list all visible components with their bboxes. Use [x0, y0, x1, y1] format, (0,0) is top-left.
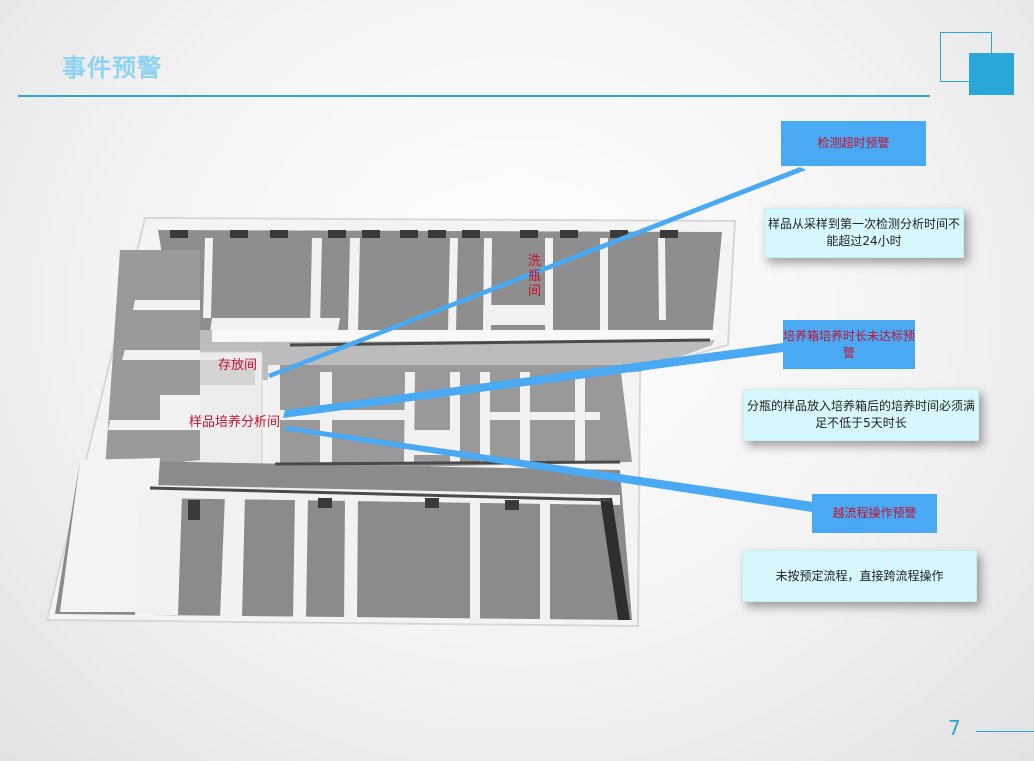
alert-description-timeout: 样品从采样到第一次检测分析时间不能超过24小时 — [764, 208, 964, 258]
corner-decoration-fill — [969, 53, 1014, 95]
room-label-storage: 存放间 — [218, 358, 258, 373]
alert-description-cross-process: 未按预定流程，直接跨流程操作 — [742, 550, 977, 602]
room-label-culture: 样品培养分析间 — [189, 415, 281, 430]
page-number: 7 — [948, 716, 961, 740]
title-underline — [18, 95, 930, 97]
page-number-line — [976, 731, 1034, 732]
alert-tag-timeout: 检测超时预警 — [781, 121, 926, 166]
room-label-wash: 洗瓶间 — [528, 254, 542, 299]
alert-tag-cross-process: 越流程操作预警 — [812, 494, 937, 533]
slide-title: 事件预警 — [62, 54, 162, 82]
alert-tag-culture-duration: 培养箱培养时长未达标预警 — [783, 320, 915, 369]
alert-description-culture-duration: 分瓶的样品放入培养箱后的培养时间必须满足不低于5天时长 — [743, 389, 979, 441]
